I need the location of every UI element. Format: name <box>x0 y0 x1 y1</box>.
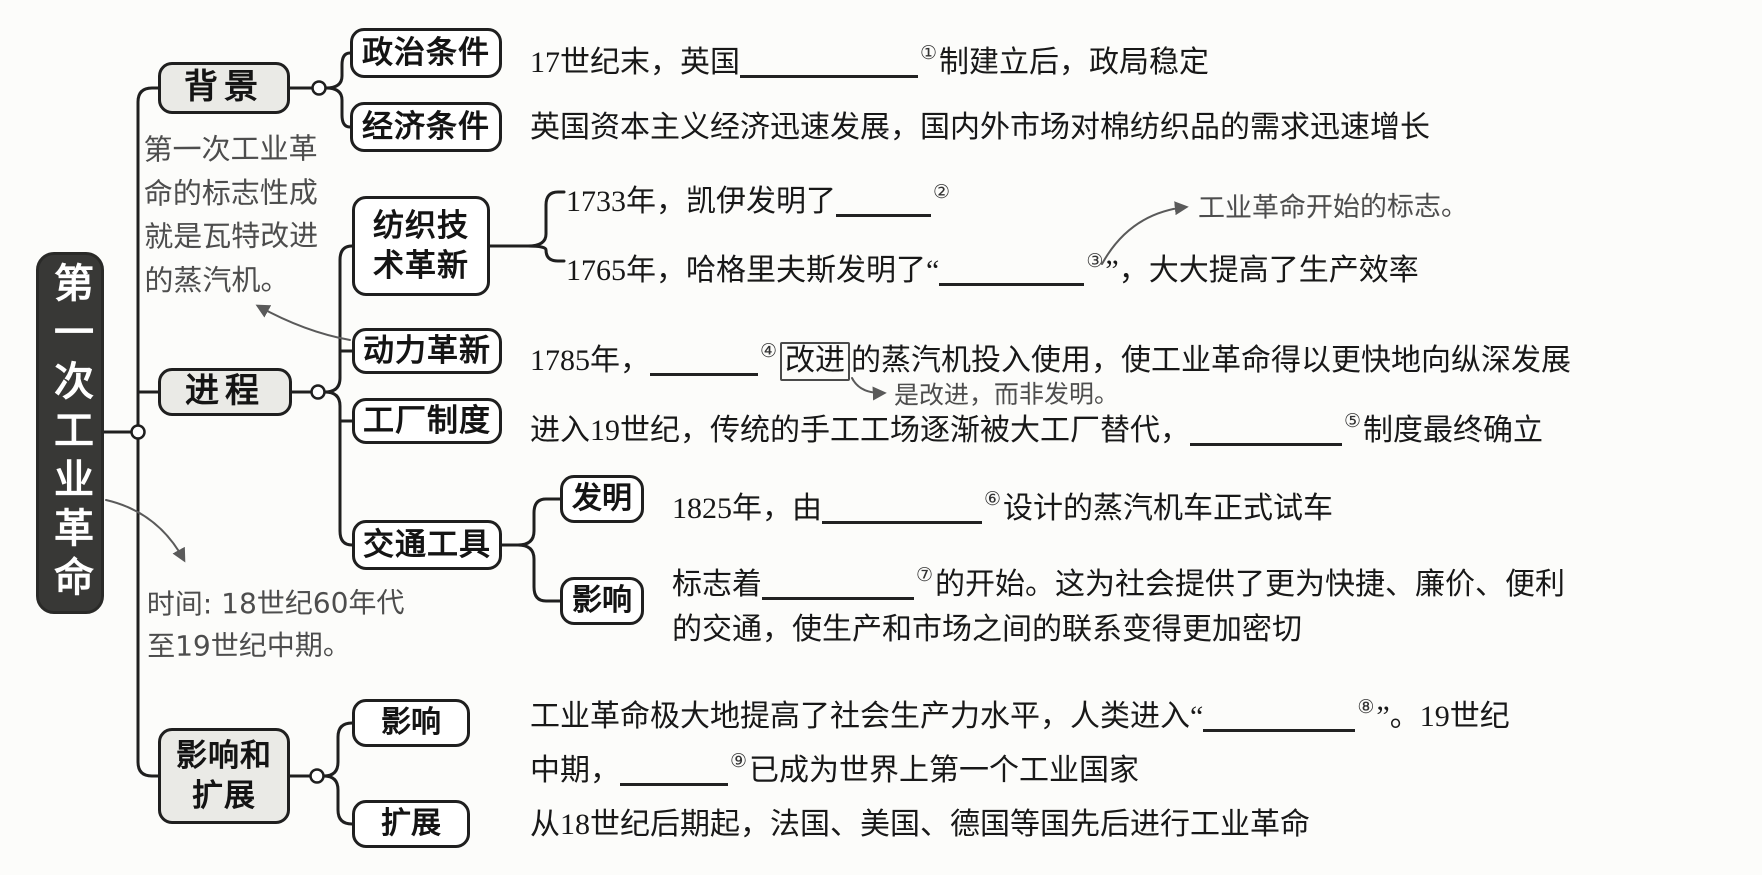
node-transport-impact-label: 影响 <box>572 583 632 617</box>
node-process: 进程 <box>158 368 292 416</box>
transport-impact-text-2: 的交通，使生产和市场之间的联系变得更加密切 <box>672 613 1302 646</box>
node-invention-label: 发明 <box>572 481 632 515</box>
factory-system-text: 进入19世纪，传统的手工工场逐渐被大工厂替代，⑤制度最终确立 <box>530 411 1544 447</box>
node-process-label: 进程 <box>185 372 265 411</box>
node-invention: 发明 <box>560 475 644 523</box>
node-political-condition: 政治条件 <box>350 28 502 78</box>
root-node: 第一次工业革命 <box>36 252 104 614</box>
impact-text-1: 工业革命极大地提高了社会生产力水平，人类进入“⑧”。19世纪 <box>530 697 1510 733</box>
improve-note-arrow <box>851 377 887 401</box>
node-expansion-label: 扩展 <box>381 806 441 840</box>
node-transportation-label: 交通工具 <box>363 527 491 563</box>
tree-branches <box>102 51 566 826</box>
time-note-arrow <box>105 499 186 563</box>
node-textile-innovation: 纺织技 术革新 <box>352 196 490 296</box>
improve-note: 是改进，而非发明。 <box>893 379 1120 410</box>
start-mark-note: 工业革命开始的标志。 <box>1197 191 1469 224</box>
impact-text-2: 中期，⑨已成为世界上第一个工业国家 <box>530 751 1140 787</box>
node-transport-impact: 影响 <box>560 577 644 625</box>
node-power-innovation-label: 动力革新 <box>363 333 491 369</box>
node-background: 背景 <box>158 62 290 114</box>
time-note: 时间: 18世纪60年代 至19世纪中期。 <box>146 586 405 663</box>
node-transportation: 交通工具 <box>352 520 502 570</box>
expansion-text: 从18世纪后期起，法国、美国、德国等国先后进行工业革命 <box>530 808 1310 841</box>
node-impact-label: 影响 <box>381 705 441 739</box>
node-impact: 影响 <box>352 699 470 747</box>
node-expansion: 扩展 <box>352 800 470 848</box>
node-factory-system-label: 工厂制度 <box>363 403 491 439</box>
watt-note: 第一次工业革 命的标志性成 就是瓦特改进 的蒸汽机。 <box>143 131 319 298</box>
node-impact-expansion: 影响和 扩展 <box>158 728 290 824</box>
node-power-innovation: 动力革新 <box>352 328 502 374</box>
node-political-condition-label: 政治条件 <box>362 35 490 71</box>
node-impact-expansion-label: 影响和 扩展 <box>176 738 272 813</box>
node-economic-condition-label: 经济条件 <box>362 109 490 145</box>
node-factory-system: 工厂制度 <box>352 398 502 444</box>
watt-note-arrow <box>255 304 351 341</box>
node-background-label: 背景 <box>184 68 264 107</box>
junction-dots <box>130 80 327 784</box>
node-textile-innovation-label: 纺织技 术革新 <box>373 208 469 283</box>
textile-fact-1765: 1765年，哈格里夫斯发明了“③”，大大提高了生产效率 <box>566 251 1419 287</box>
start-mark-arrow <box>1101 201 1189 265</box>
root-node-label: 第一次工业革命 <box>48 261 92 605</box>
node-economic-condition: 经济条件 <box>350 102 502 152</box>
economic-condition-text: 英国资本主义经济迅速发展，国内外市场对棉纺织品的需求迅速增长 <box>530 111 1430 144</box>
